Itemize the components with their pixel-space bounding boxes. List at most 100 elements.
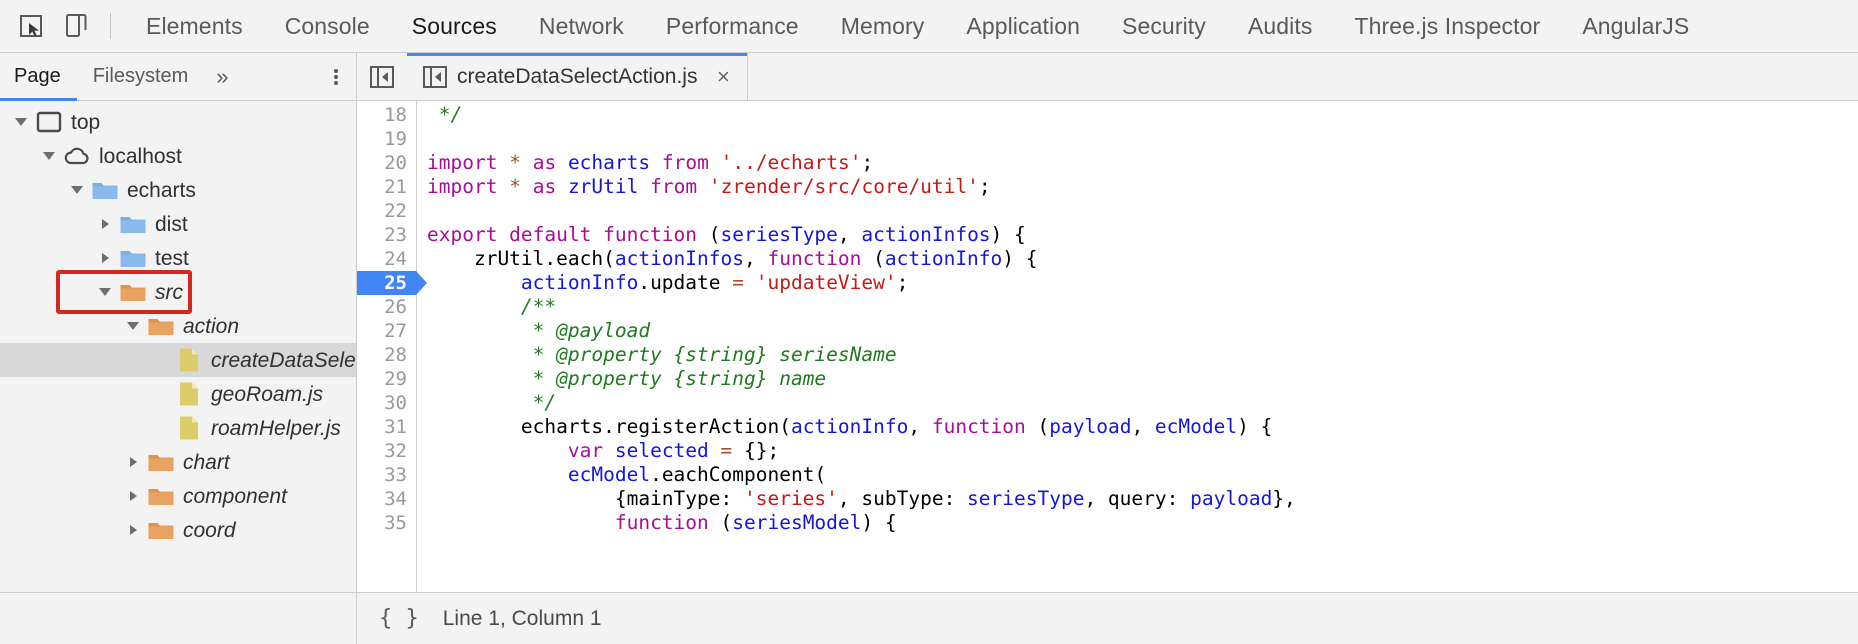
line-number-35[interactable]: 35 <box>384 512 407 534</box>
line-number-24[interactable]: 24 <box>384 248 407 270</box>
code-line-25[interactable]: actionInfo.update = 'updateView'; <box>427 271 1858 295</box>
tree-item-georoam-js[interactable]: geoRoam.js <box>0 377 356 411</box>
tree-item-label: roamHelper.js <box>211 416 341 440</box>
code-line-29[interactable]: * @property {string} name <box>427 367 1858 391</box>
code-line-30[interactable]: */ <box>427 391 1858 415</box>
code-line-22[interactable] <box>427 199 1858 223</box>
tab-threejs-inspector[interactable]: Three.js Inspector <box>1354 12 1541 39</box>
line-number-21[interactable]: 21 <box>384 176 407 198</box>
code-line-35[interactable]: function (seriesModel) { <box>427 511 1858 535</box>
chevron-down-icon[interactable] <box>122 322 144 330</box>
code-line-31[interactable]: echarts.registerAction(actionInfo, funct… <box>427 415 1858 439</box>
line-number-33[interactable]: 33 <box>384 464 407 486</box>
line-number-25[interactable]: 25 <box>357 271 427 295</box>
code-content[interactable]: */ import * as echarts from '../echarts'… <box>417 101 1858 592</box>
code-token: ( <box>861 247 885 270</box>
pretty-print-icon[interactable]: { } <box>379 606 419 631</box>
tree-item-action[interactable]: action <box>0 309 356 343</box>
code-token <box>709 151 721 174</box>
inspect-element-icon[interactable] <box>8 4 54 48</box>
line-number-22[interactable]: 22 <box>384 200 407 222</box>
line-number-26[interactable]: 26 <box>384 296 407 318</box>
line-number-20[interactable]: 20 <box>384 152 407 174</box>
code-token <box>497 175 509 198</box>
code-line-20[interactable]: import * as echarts from '../echarts'; <box>427 151 1858 175</box>
line-number-23[interactable]: 23 <box>384 224 407 246</box>
chevron-right-icon[interactable] <box>94 219 116 229</box>
line-number-28[interactable]: 28 <box>384 344 407 366</box>
code-line-21[interactable]: import * as zrUtil from 'zrender/src/cor… <box>427 175 1858 199</box>
tab-audits[interactable]: Audits <box>1247 12 1313 39</box>
nav-tab-page[interactable]: Page <box>0 53 77 101</box>
line-number-29[interactable]: 29 <box>384 368 407 390</box>
file-tab-createdataselectaction[interactable]: createDataSelectAction.js × <box>407 53 749 100</box>
folder-blue-icon <box>118 213 148 235</box>
chevron-right-icon[interactable] <box>122 491 144 501</box>
tree-item-component[interactable]: component <box>0 479 356 513</box>
chevron-right-icon[interactable] <box>94 253 116 263</box>
chevron-down-icon[interactable] <box>10 118 32 126</box>
line-number-30[interactable]: 30 <box>384 392 407 414</box>
tree-item-echarts[interactable]: echarts <box>0 173 356 207</box>
tab-application[interactable]: Application <box>966 12 1080 39</box>
line-number-34[interactable]: 34 <box>384 488 407 510</box>
code-line-23[interactable]: export default function (seriesType, act… <box>427 223 1858 247</box>
chevron-double-right-icon[interactable]: » <box>216 63 229 89</box>
chevron-down-icon[interactable] <box>66 186 88 194</box>
code-line-28[interactable]: * @property {string} seriesName <box>427 343 1858 367</box>
chevron-right-icon[interactable] <box>122 525 144 535</box>
tab-sources[interactable]: Sources <box>411 12 497 39</box>
chevron-right-icon[interactable] <box>122 457 144 467</box>
tree-item-roamhelper-js[interactable]: roamHelper.js <box>0 411 356 445</box>
tree-item-src[interactable]: src <box>0 275 356 309</box>
code-line-24[interactable]: zrUtil.each(actionInfos, function (actio… <box>427 247 1858 271</box>
chevron-down-icon[interactable] <box>94 288 116 296</box>
tree-item-coord[interactable]: coord <box>0 513 356 547</box>
code-line-19[interactable] <box>427 127 1858 151</box>
tree-item-test[interactable]: test <box>0 241 356 275</box>
nav-tab-filesystem[interactable]: Filesystem <box>92 65 189 87</box>
code-line-27[interactable]: * @payload <box>427 319 1858 343</box>
line-number-27[interactable]: 27 <box>384 320 407 342</box>
code-line-18[interactable]: */ <box>427 103 1858 127</box>
more-options-icon[interactable] <box>316 53 356 100</box>
code-token: payload <box>1190 487 1273 510</box>
tree-item-localhost[interactable]: localhost <box>0 139 356 173</box>
code-token: actionInfo <box>884 247 1003 270</box>
close-icon[interactable]: × <box>717 63 730 89</box>
tab-console[interactable]: Console <box>284 12 370 39</box>
code-token: from <box>661 151 709 174</box>
code-line-26[interactable]: /** <box>427 295 1858 319</box>
tab-angularjs[interactable]: AngularJS <box>1582 12 1690 39</box>
show-navigator-icon[interactable] <box>357 53 407 100</box>
code-token: export default function <box>427 223 698 246</box>
code-line-33[interactable]: ecModel.eachComponent( <box>427 463 1858 487</box>
code-line-34[interactable]: {mainType: 'series', subType: seriesType… <box>427 487 1858 511</box>
tab-security[interactable]: Security <box>1122 12 1206 39</box>
chevron-down-icon[interactable] <box>38 152 60 160</box>
tree-item-top[interactable]: top <box>0 105 356 139</box>
tree-item-chart[interactable]: chart <box>0 445 356 479</box>
line-number-19[interactable]: 19 <box>384 128 407 150</box>
line-number-18[interactable]: 18 <box>384 104 407 126</box>
tab-performance[interactable]: Performance <box>665 12 799 39</box>
code-line-32[interactable]: var selected = {}; <box>427 439 1858 463</box>
tab-network[interactable]: Network <box>538 12 624 39</box>
device-toolbar-icon[interactable] <box>54 4 100 48</box>
code-token: function <box>614 511 709 534</box>
tree-item-dist[interactable]: dist <box>0 207 356 241</box>
code-token: ; <box>896 271 909 294</box>
tree-item-createdataselectaction-js[interactable]: createDataSelectAction.js <box>0 343 356 377</box>
code-token: from <box>650 175 698 198</box>
line-number-32[interactable]: 32 <box>384 440 407 462</box>
line-number-31[interactable]: 31 <box>384 416 407 438</box>
tree-item-label: top <box>71 110 101 134</box>
code-token <box>744 271 756 294</box>
code-token: 'series' <box>743 487 838 510</box>
tab-elements[interactable]: Elements <box>146 12 243 39</box>
tab-memory[interactable]: Memory <box>840 12 925 39</box>
code-token <box>556 175 568 198</box>
code-token: , <box>908 415 932 438</box>
